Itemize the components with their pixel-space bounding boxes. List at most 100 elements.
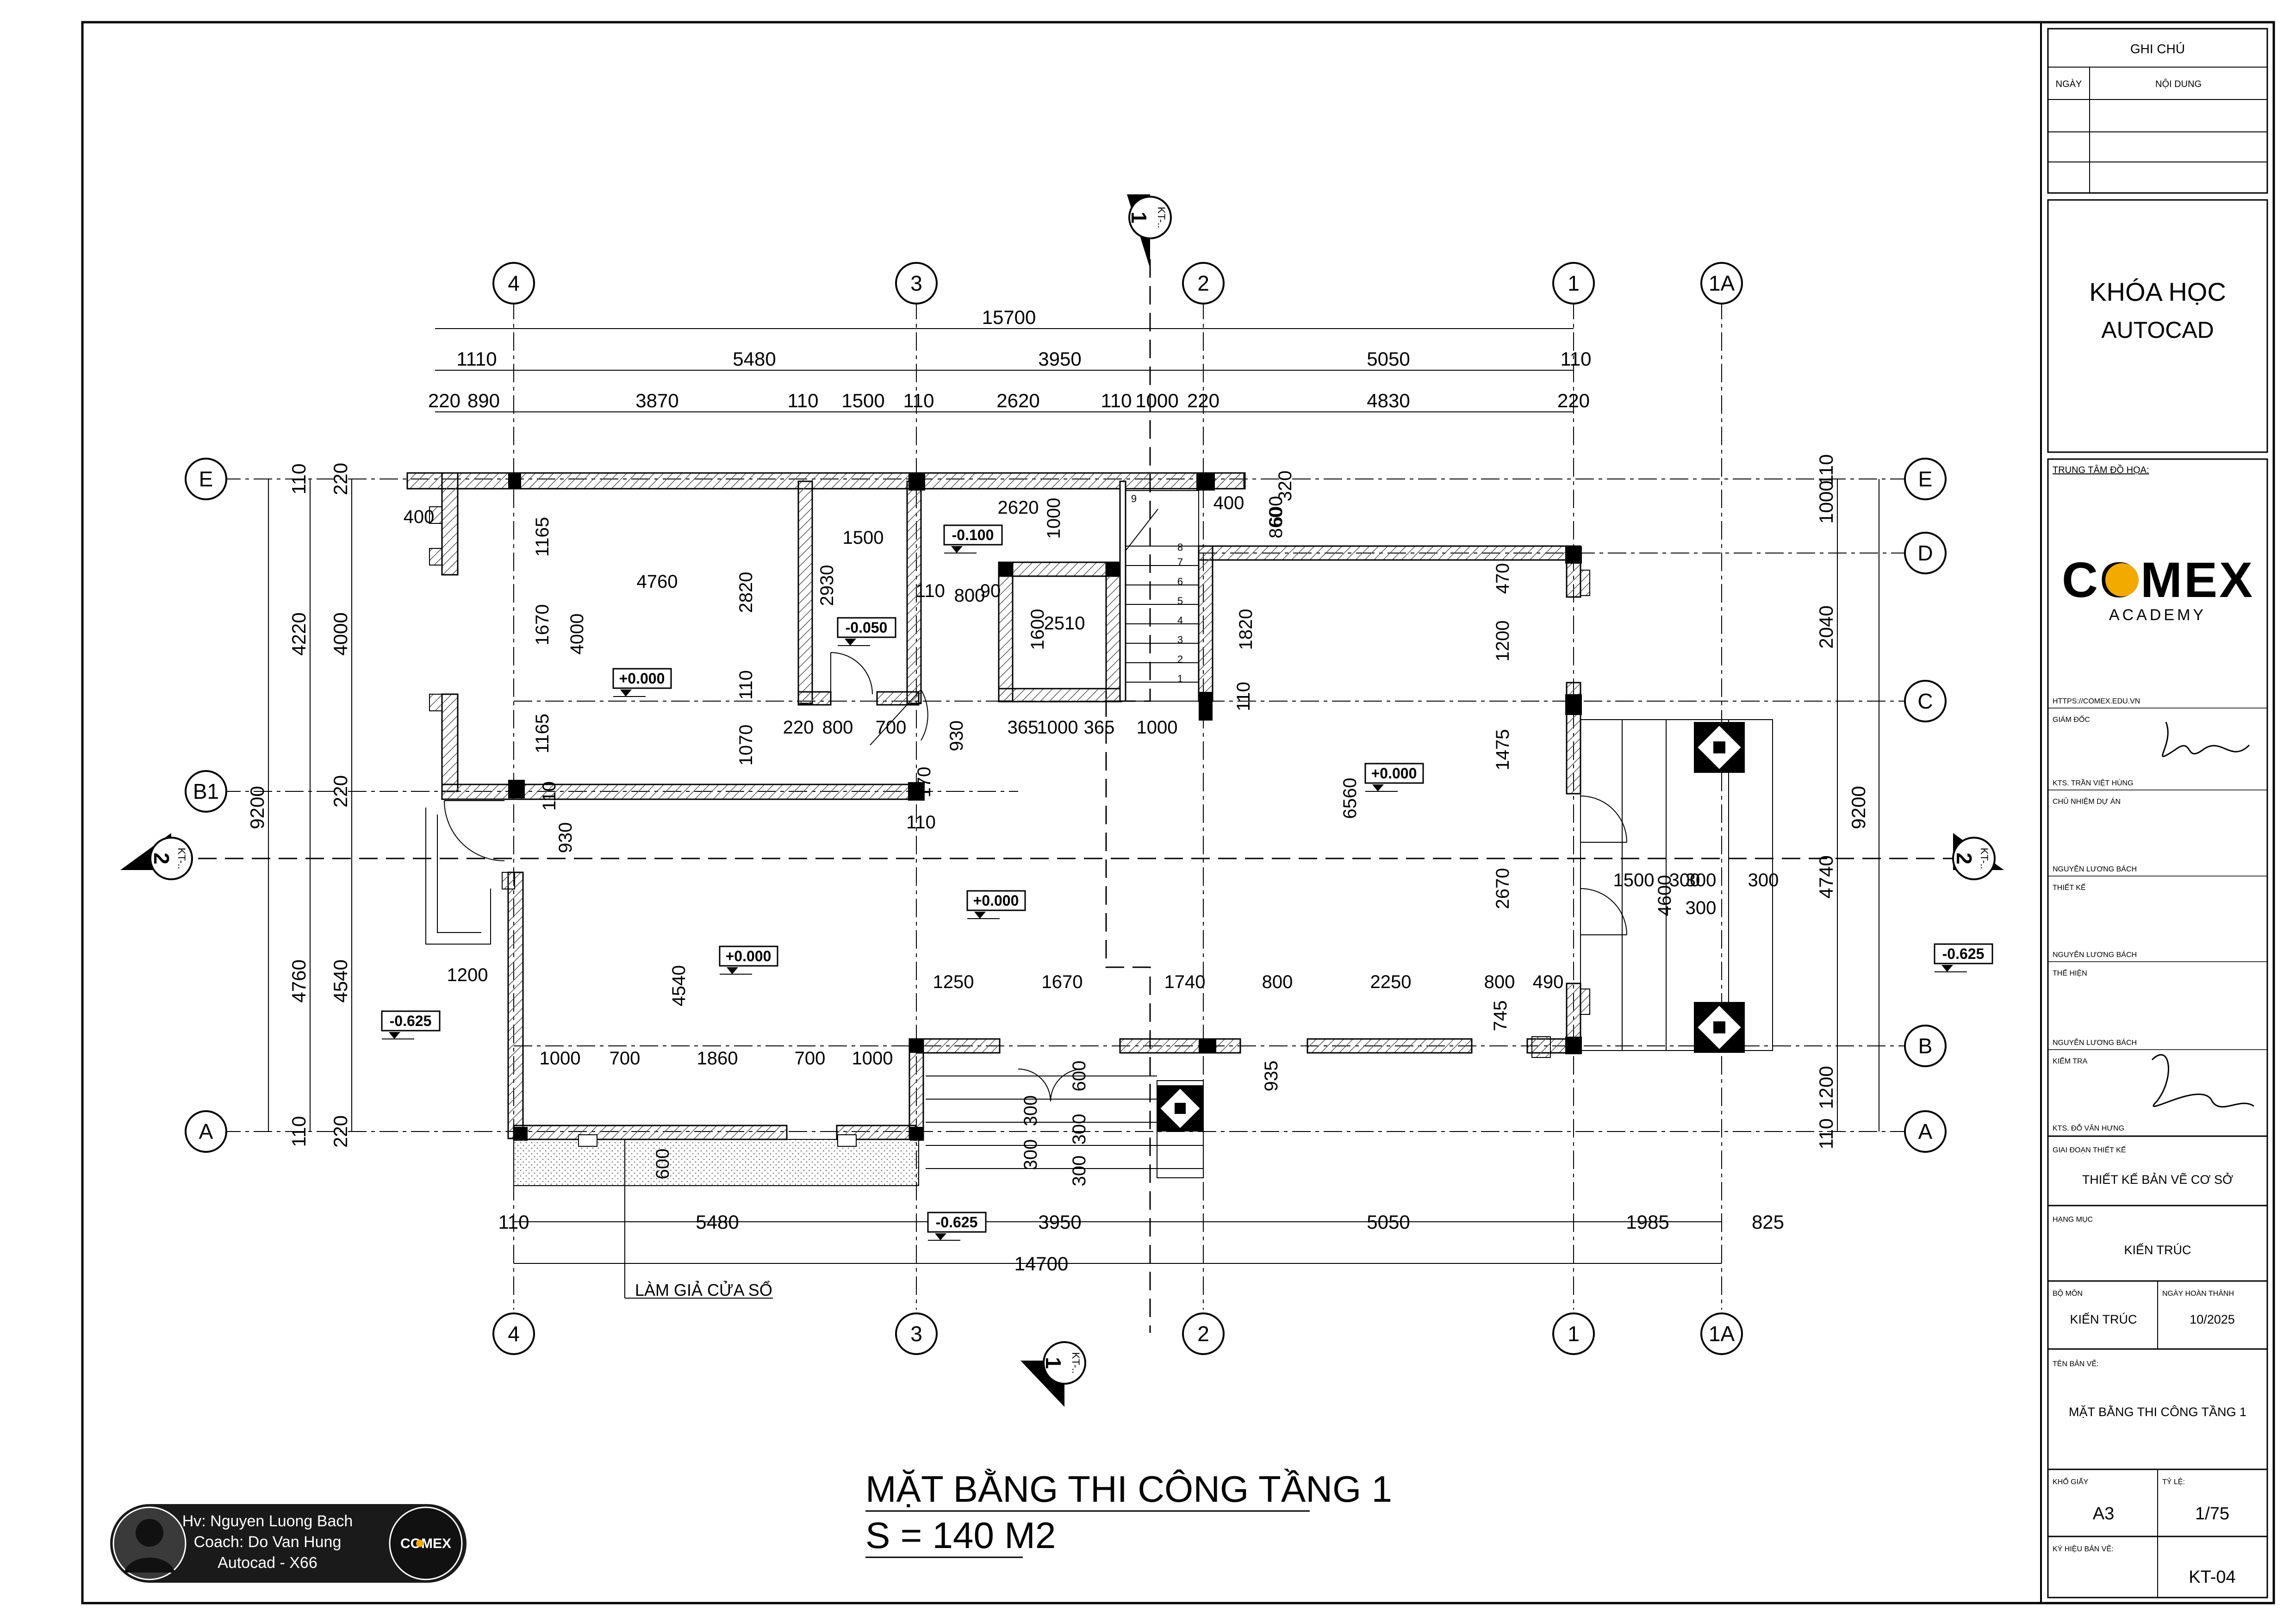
- interior-dim: 2510: [1044, 613, 1085, 634]
- dim-left-small-3: 220: [330, 775, 351, 808]
- credit-logo-word: COMEX: [400, 1536, 451, 1551]
- interior-dim: 1600: [1027, 609, 1048, 650]
- section-marker-1-top: 1 KT-..: [1127, 194, 1172, 268]
- center-label: TRUNG TÂM ĐỒ HỌA:: [2053, 464, 2149, 475]
- dim-left-small-5: 110: [288, 1116, 310, 1147]
- done-value: 10/2025: [2190, 1312, 2235, 1326]
- grid-row-label: B1: [193, 779, 219, 803]
- drawing-title-block: MẶT BẰNG THI CÔNG TẦNG 1 S = 140 M2: [865, 1468, 1392, 1558]
- drawing-name-value: MẶT BẰNG THI CÔNG TẦNG 1: [2069, 1405, 2246, 1419]
- dim-top-2: 5480: [733, 348, 776, 370]
- grid-col-label: 1A: [1709, 1322, 1735, 1346]
- interior-dim: 300: [1669, 870, 1700, 890]
- grid-col-bubble: [492, 1312, 535, 1355]
- interior-dim: 600: [653, 1149, 673, 1180]
- interior-dim: 365: [1084, 717, 1115, 738]
- pm-name: NGUYỄN LƯƠNG BÁCH: [2053, 864, 2137, 873]
- interior-dim: 1000: [1137, 717, 1178, 738]
- grid-col-bubble: [895, 1312, 938, 1355]
- done-label: NGÀY HOÀN THÀNH: [2162, 1289, 2234, 1298]
- interior-dim: 110: [539, 781, 560, 811]
- grid-row-bubble: [1904, 1110, 1947, 1153]
- drawing-title: MẶT BẰNG THI CÔNG TẦNG 1: [865, 1468, 1392, 1510]
- level-tag: +0.000: [966, 890, 1026, 919]
- dim-bottom-1: 110: [498, 1211, 529, 1233]
- svg-text:+0.000: +0.000: [619, 670, 665, 687]
- checker-signature-icon: [2151, 1054, 2254, 1107]
- stair-step-5: 5: [1177, 595, 1183, 607]
- dim-right-5: 1200: [1815, 1066, 1837, 1109]
- grid-col-bubble: [1700, 1312, 1743, 1355]
- svg-text:-0.625: -0.625: [390, 1013, 432, 1029]
- interior-dim: 110: [915, 581, 945, 601]
- interior-dim: 1000: [1044, 498, 1064, 539]
- stage-value: THIẾT KẾ BẢN VẼ CƠ SỞ: [2082, 1172, 2233, 1187]
- logo-dot-icon: [2105, 563, 2139, 597]
- interior-dim: 930: [555, 822, 576, 853]
- interior-dim: 700: [876, 717, 907, 738]
- credit-logo-dot-icon: [416, 1540, 423, 1547]
- dim-top-4: 5050: [1367, 348, 1410, 370]
- stage-label: GIAI ĐOẠN THIẾT KẾ: [2053, 1145, 2126, 1154]
- design-name: NGUYỄN LƯƠNG BÁCH: [2053, 950, 2137, 959]
- interior-dim: 300: [1020, 1139, 1041, 1170]
- interior-dim: 400: [1213, 493, 1244, 513]
- level-tag: +0.000: [612, 668, 672, 697]
- svg-text:+0.000: +0.000: [973, 892, 1019, 909]
- dim-right-1: 1000: [1815, 480, 1837, 523]
- design-label: THIẾT KẾ: [2053, 883, 2086, 892]
- interior-dim: 300: [1686, 870, 1717, 890]
- interior-dim: 490: [1533, 972, 1564, 992]
- interior-dim: 1000: [540, 1048, 581, 1069]
- dim-left-inner-2: 4540: [330, 959, 351, 1002]
- section-1-top-number: 1: [1127, 211, 1151, 224]
- interior-dim: 1250: [933, 972, 974, 992]
- section-2-right-number: 2: [1952, 852, 1976, 864]
- grid-col-bubble: [1552, 262, 1595, 305]
- grid-row-bubble: [1904, 458, 1947, 500]
- fake-window-note: LÀM GIẢ CỬA SỔ: [635, 1280, 772, 1300]
- interior-dim: 2670: [1493, 868, 1513, 909]
- svg-text:-0.050: -0.050: [846, 619, 888, 636]
- level-tag: -0.625: [927, 1212, 987, 1241]
- planter-strip: [513, 1139, 919, 1186]
- grid-row-label: C: [1917, 689, 1933, 713]
- interior-dim: 2620: [998, 497, 1039, 518]
- grid-row-bubble: [1904, 680, 1947, 722]
- interior-dim: 2250: [1370, 972, 1412, 992]
- interior-dim: 220: [783, 717, 814, 738]
- grid-row-bubble: [185, 458, 227, 500]
- svg-text:-0.100: -0.100: [952, 527, 994, 543]
- interior-dim: 470: [1493, 563, 1513, 594]
- dept-label: BỘ MÔN: [2053, 1289, 2083, 1298]
- columns: [508, 473, 1582, 1141]
- dim-top2-7: 2620: [996, 390, 1039, 411]
- level-tag: +0.000: [719, 945, 778, 975]
- level-tag: -0.625: [381, 1010, 441, 1039]
- grid-row-bubble: [1904, 1025, 1947, 1067]
- interior-dim: 6560: [1340, 778, 1360, 819]
- grid-row-label: E: [199, 467, 213, 491]
- notes-box: [2047, 28, 2268, 194]
- check-name: KTS. ĐỖ VĂN HƯNG: [2053, 1124, 2124, 1132]
- interior-dim: 1165: [532, 714, 553, 753]
- notes-col-content: NỘI DUNG: [2155, 79, 2202, 89]
- credit-logo: [389, 1506, 463, 1580]
- grid-row-bubble: [1904, 532, 1947, 574]
- interior-dim: 800: [1262, 972, 1293, 992]
- dim-right-2: 110: [1815, 454, 1837, 485]
- drawing-name-label: TÊN BẢN VẼ:: [2053, 1359, 2099, 1368]
- stair-step-2: 2: [1177, 653, 1183, 665]
- section-2-left-tag: KT-..: [176, 848, 187, 869]
- dim-left-small-4: 220: [330, 1115, 351, 1148]
- scale-label: TỶ LỆ:: [2162, 1477, 2185, 1486]
- interior-dim: 365: [1008, 717, 1039, 738]
- dim-top2-10: 220: [1187, 390, 1220, 411]
- course-title: KHÓA HỌC: [2089, 277, 2226, 306]
- level-tag: -0.100: [943, 524, 1003, 553]
- interior-dim: 4600: [1655, 875, 1675, 916]
- stair: [1125, 490, 1199, 702]
- dim-bottom-2: 5480: [696, 1211, 739, 1233]
- credit-line-2: Coach: Do Van Hung: [194, 1533, 342, 1551]
